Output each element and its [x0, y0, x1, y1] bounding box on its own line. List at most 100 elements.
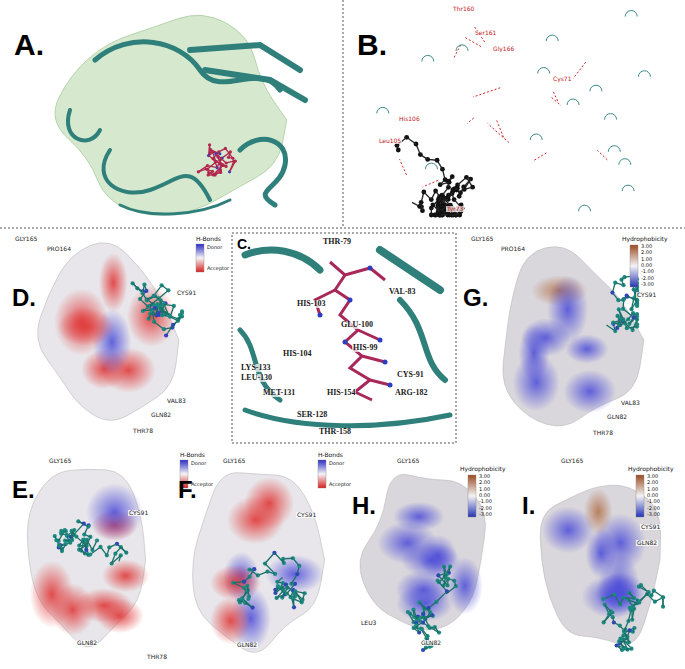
- hydrophobic-arc: [590, 85, 602, 91]
- bond-stick: [208, 145, 210, 156]
- interaction-line: [597, 150, 607, 159]
- surface-patch: [519, 325, 550, 382]
- residue-label: MET-131: [262, 389, 296, 397]
- legend-text: Hydrophobicity: [622, 236, 668, 242]
- legend-text: 1.00: [647, 487, 658, 492]
- molecular-surface: [503, 247, 644, 426]
- hydrophobic-arc: [625, 11, 637, 17]
- legend-text: 1.00: [641, 257, 652, 262]
- residue-label: Cys71: [552, 76, 573, 82]
- protein-ribbon: [380, 250, 440, 290]
- surface-patch: [265, 555, 323, 594]
- molecular-surface: [360, 474, 485, 629]
- hydrophobicity-colorbar: [630, 245, 638, 287]
- ligand-stick: [330, 262, 372, 400]
- surface-patch: [210, 565, 261, 601]
- legend-text: -3.00: [479, 512, 492, 517]
- legend-text: 0.00: [641, 263, 652, 268]
- residue-label: THR78: [146, 654, 168, 660]
- residue-label: HIS-99: [352, 344, 378, 352]
- legend-text: -2.00: [479, 506, 492, 511]
- hydrophobic-arc: [622, 185, 634, 191]
- residue-label: GLY165: [560, 458, 584, 464]
- legend-text: Acceptor: [191, 482, 213, 487]
- atom-ball: [420, 627, 424, 631]
- bond-stick: [230, 161, 236, 172]
- residue-label: VAL-83: [388, 288, 417, 296]
- legend-text: 2.00: [647, 480, 658, 485]
- panel-letter: H.: [352, 494, 376, 518]
- atom-ball: [601, 597, 605, 601]
- ligand-stick: [315, 268, 390, 385]
- legend-text: -1.00: [647, 499, 660, 504]
- protein-ribbon: [245, 250, 320, 270]
- bond-stick: [133, 283, 143, 293]
- residue-label: GLN82: [76, 640, 98, 646]
- protein-ribbon: [400, 300, 445, 380]
- hydrophobic-arc: [538, 68, 550, 74]
- nitrogen-atom: [383, 360, 388, 365]
- residue-label: CYS91: [640, 524, 661, 530]
- legend-text: Acceptor: [329, 482, 351, 487]
- hydrophobic-arc: [546, 35, 558, 41]
- panel-letter: C.: [237, 237, 251, 251]
- residue-label: Thr160: [452, 6, 475, 12]
- interaction-line: [423, 180, 438, 187]
- molecular-surface: [27, 469, 145, 647]
- protein-ribbon: [104, 150, 210, 200]
- residue-label: THR-79: [322, 238, 352, 246]
- panel-letter: A.: [14, 30, 44, 60]
- residue-label: CYS91: [636, 292, 657, 298]
- residue-label: VAL83: [166, 398, 187, 404]
- residue-label: PRO164: [46, 246, 72, 252]
- atom-ball: [419, 627, 423, 631]
- bond-stick: [265, 553, 274, 564]
- residue-label: THR-158: [318, 428, 352, 436]
- legend-text: -3.00: [641, 282, 654, 287]
- surface-patch: [378, 522, 438, 565]
- hydrophobic-arc: [579, 205, 591, 211]
- residue-label: Gly166: [492, 46, 515, 52]
- residue-label: GLY165: [48, 458, 72, 464]
- surface-patch: [75, 588, 132, 623]
- residue-label: LEU3: [360, 620, 377, 626]
- legend-text: 2.00: [641, 250, 652, 255]
- interaction-line: [534, 153, 546, 161]
- residue-label: THR78: [592, 430, 614, 436]
- interaction-line: [473, 88, 500, 97]
- surface-patch: [584, 488, 613, 534]
- atom-ball: [246, 597, 250, 601]
- bond-stick: [216, 154, 226, 163]
- residue-label: GLU-100: [340, 321, 374, 329]
- nitrogen-atom: [378, 338, 383, 343]
- bond-stick: [446, 578, 455, 581]
- atom-ball: [164, 333, 168, 337]
- legend-text: -1.00: [479, 499, 492, 504]
- legend-text: 3.00: [647, 474, 658, 479]
- protein-ribbon: [190, 45, 300, 70]
- bond-stick: [213, 165, 222, 174]
- surface-patch: [58, 308, 115, 346]
- surface-patch: [598, 553, 640, 620]
- bond-stick: [207, 162, 216, 170]
- bond-stick: [436, 591, 447, 601]
- protein-ribbon: [245, 410, 450, 426]
- nitrogen-atom: [388, 383, 393, 388]
- residue-label: GLN82: [420, 640, 442, 646]
- legend-text: H-Bonds: [180, 452, 205, 458]
- residue-label: Leu105: [378, 138, 402, 144]
- residue-label: Tyr73: [446, 206, 464, 212]
- hydrophobic-arc: [377, 107, 389, 113]
- legend-text: -3.00: [647, 512, 660, 517]
- surface-patch: [564, 370, 617, 413]
- residue-label: GLY165: [14, 236, 38, 242]
- residue-label: CYS-91: [396, 371, 425, 379]
- hydrophobicity-colorbar: [468, 475, 476, 517]
- hbond-colorbar: [318, 460, 326, 488]
- bond-stick: [629, 593, 638, 601]
- legend-text: Donor: [191, 461, 206, 466]
- legend-text: -2.00: [647, 506, 660, 511]
- molecular-surface: [38, 243, 179, 421]
- interaction-line: [467, 118, 474, 123]
